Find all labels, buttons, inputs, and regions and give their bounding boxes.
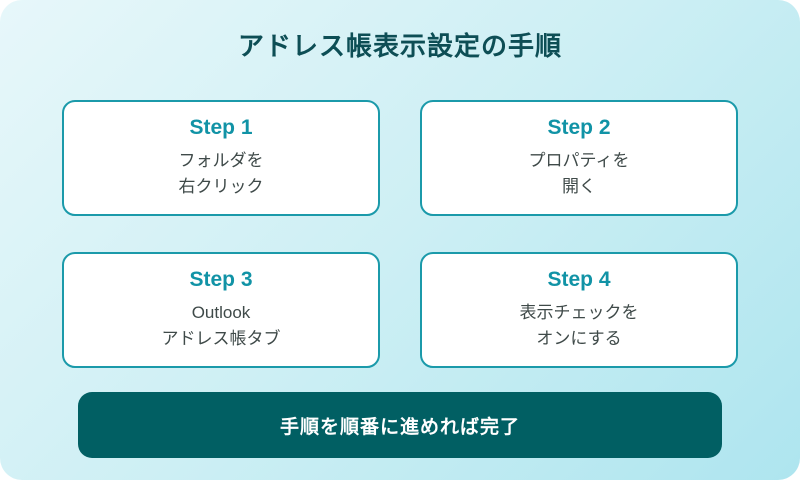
step-1-label: Step 1 (189, 116, 253, 139)
step-card-2: Step 2 プロパティを 開く (420, 100, 738, 216)
step-3-label: Step 3 (189, 268, 253, 291)
step-card-1: Step 1 フォルダを 右クリック (62, 100, 380, 216)
completion-banner: 手順を順番に進めれば完了 (78, 392, 722, 458)
completion-banner-text: 手順を順番に進めれば完了 (279, 416, 520, 438)
step-2-text: プロパティを 開く (528, 151, 630, 196)
step-4-text: 表示チェックを オンにする (519, 303, 639, 348)
step-2-label: Step 2 (547, 116, 611, 139)
page-title: アドレス帳表示設定の手順 (237, 31, 562, 61)
step-3-text: Outlook アドレス帳タブ (161, 303, 281, 348)
step-card-4: Step 4 表示チェックを オンにする (420, 252, 738, 368)
step-4-label: Step 4 (547, 268, 611, 291)
step-1-text: フォルダを 右クリック (178, 151, 264, 196)
step-card-3: Step 3 Outlook アドレス帳タブ (62, 252, 380, 368)
